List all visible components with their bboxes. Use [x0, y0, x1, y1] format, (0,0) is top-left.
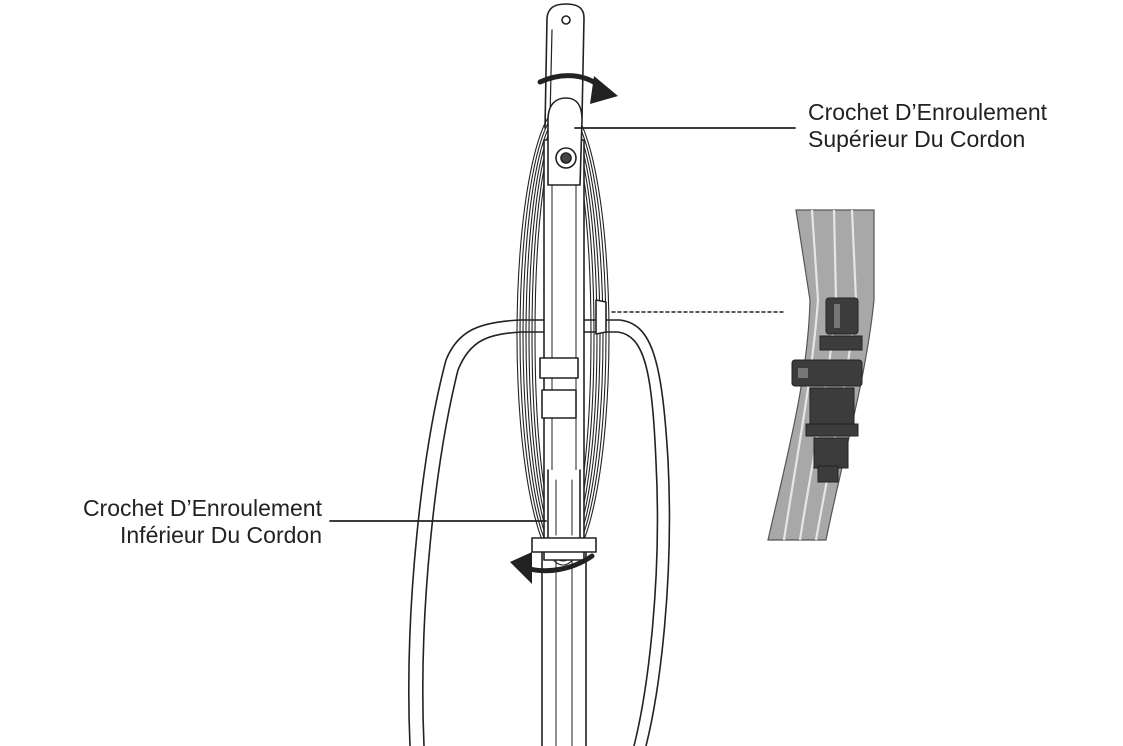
- handle-grip: [544, 3, 585, 129]
- lower-hook-label: Crochet D’Enroulement Inférieur Du Cordo…: [0, 495, 322, 549]
- lower-hook-label-line1: Crochet D’Enroulement: [82, 495, 322, 521]
- lower-arrow-head: [510, 552, 532, 584]
- lower-hook-label-line2: Inférieur Du Cordon: [120, 522, 322, 548]
- upper-hook-label-line2: Supérieur Du Cordon: [808, 126, 1026, 152]
- mid-clamp: [539, 357, 579, 379]
- clip-detail-inset: [767, 209, 875, 541]
- body-outer-loop: [408, 319, 671, 746]
- upper-hook-label-line1: Crochet D’Enroulement: [808, 99, 1048, 125]
- lower-shaft: [541, 551, 587, 746]
- upper-hook-label: Crochet D’Enroulement Supérieur Du Cordo…: [808, 99, 1047, 153]
- coil-cord-clip: [595, 299, 607, 335]
- handle-hole: [561, 15, 571, 25]
- lower-cord-hook: [531, 469, 597, 553]
- upper-cord-hook: [547, 97, 583, 186]
- upper-arrow-head: [590, 76, 618, 104]
- upper-rotate-arrow: [537, 73, 603, 89]
